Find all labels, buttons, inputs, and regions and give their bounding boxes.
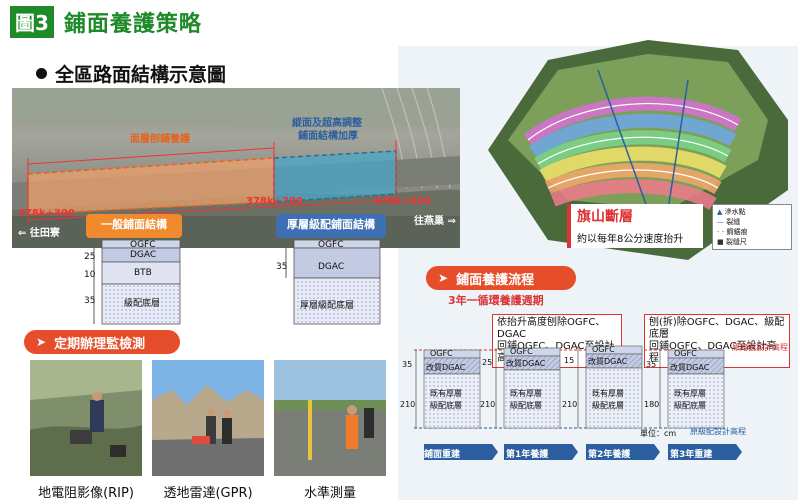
- direction-left-text: 往田寮: [29, 228, 60, 239]
- inspection-tag-text: 定期辦理監檢測: [54, 336, 146, 352]
- legend-item-saw: - - 鋼鋸痕: [717, 228, 748, 236]
- section-heading: 全區路面結構示意圖: [36, 60, 226, 87]
- col2-base1: 既有厚層: [510, 389, 542, 398]
- col1-dim-top: 35: [402, 360, 413, 369]
- arrow-right-icon: ⇒: [447, 216, 456, 227]
- fault-title: 旗山斷層: [577, 209, 633, 225]
- thick-structure-button: 厚層級配鋪面結構: [276, 214, 386, 238]
- direction-right-text: 往燕巢: [414, 216, 444, 227]
- flow-subtitle: 3年一循環養護週期: [448, 294, 544, 307]
- aerial-overlay: [12, 88, 460, 248]
- thick-dgac-label: DGAC: [318, 262, 345, 272]
- fault-info-box: 旗山斷層 約以每年8公分速度抬升: [567, 204, 703, 248]
- col1-base2: 級配底層: [430, 401, 462, 410]
- flow-tag: ➤ 鋪面養護流程: [426, 266, 576, 290]
- photo-leveling: [274, 360, 386, 476]
- col1-ogfc: OGFC: [430, 349, 453, 358]
- general-structure-button: 一般鋪面結構: [86, 214, 182, 238]
- photo-gpr: [152, 360, 264, 476]
- caption-gpr: 透地雷達(GPR): [163, 486, 253, 501]
- aerial-photo: 面層刨鋪養護 縱面及超高調整 鋪面結構加厚 378k+300 378k+700 …: [12, 88, 460, 248]
- direction-left: ⇐ 往田寮: [18, 224, 60, 239]
- thick-ogfc-label: OGFC: [318, 240, 344, 250]
- arrow-left-icon: ⇐: [18, 228, 27, 239]
- general-dim-25: 25: [84, 252, 96, 262]
- legend-item-gauge: ■ 裂縫尺: [717, 238, 747, 246]
- general-structure-section: [93, 240, 181, 325]
- flow-diagram: [414, 345, 742, 460]
- legend-item-seepage: ▲ 滲水點: [717, 208, 746, 216]
- thick-dim-35: 35: [276, 262, 288, 272]
- col3-base1: 既有厚層: [592, 389, 624, 398]
- bullet-icon: [36, 68, 47, 79]
- col4-base1: 既有厚層: [674, 389, 706, 398]
- thick-structure-section: [285, 240, 381, 325]
- legend-item-crack: — 裂縫: [717, 218, 741, 226]
- label-resurfacing: 面層刨鋪養護: [130, 134, 190, 145]
- col2-ogfc: OGFC: [510, 347, 533, 356]
- general-dim-10: 10: [84, 270, 96, 280]
- general-btb-label: BTB: [134, 268, 152, 278]
- note-rebuild-line2: 回鋪OGFC、DGAC至設計高程: [649, 341, 777, 364]
- col2-dim-top: 25: [482, 358, 493, 367]
- col4-dim-bottom: 180: [644, 400, 660, 409]
- col4-dgac: 改質DGAC: [670, 363, 710, 372]
- col2-dgac: 改質DGAC: [506, 359, 546, 368]
- section-heading-text: 全區路面結構示意圖: [55, 64, 227, 86]
- col2-dim-bottom: 210: [480, 400, 496, 409]
- general-dgac-label: DGAC: [130, 250, 157, 260]
- col3-base2: 級配底層: [592, 401, 624, 410]
- unit-label: 單位：cm: [640, 429, 677, 438]
- direction-right: 往燕巢 ⇒: [414, 212, 456, 227]
- line-icon: —: [717, 218, 724, 226]
- col4-base2: 級配底層: [674, 401, 706, 410]
- general-base-label: 級配底層: [124, 299, 161, 309]
- orig-road-elevation: 原路面設計高程: [732, 343, 788, 352]
- fault-description: 約以每年8公分速度抬升: [577, 234, 684, 245]
- figure-title: 鋪面養護策略: [63, 12, 202, 37]
- caption-rip: 地電阻影像(RIP): [38, 486, 134, 501]
- orig-base-elevation: 原級配設計高程: [690, 427, 746, 436]
- col1-dgac: 改質DGAC: [426, 363, 466, 372]
- chainage-end: 378k+900: [374, 196, 431, 207]
- col3-ogfc: OGFC: [592, 345, 615, 354]
- photo-rip: [30, 360, 142, 476]
- label-structure-thicken: 鋪面結構加厚: [298, 131, 358, 142]
- general-ogfc-label: OGFC: [130, 240, 156, 250]
- col3-dim-bottom: 210: [562, 400, 578, 409]
- chevron-right-icon: ➤: [438, 271, 449, 285]
- col4-ogfc: OGFC: [674, 349, 697, 358]
- inspection-tag: ➤ 定期辦理監檢測: [24, 330, 180, 354]
- flow-tag-text: 鋪面養護流程: [456, 272, 535, 288]
- col2-base2: 級配底層: [510, 401, 542, 410]
- figure-title-bar: 圖3 鋪面養護策略: [8, 4, 202, 40]
- dash-icon: - -: [717, 228, 725, 236]
- figure-number-badge: 圖3: [8, 4, 56, 40]
- col4-dim-top: 35: [646, 360, 657, 369]
- step-year3: 第3年重建: [670, 450, 713, 460]
- step-rebuild: 鋪面重建: [424, 450, 461, 460]
- label-elevation-adjust: 縱面及超高調整: [292, 118, 362, 129]
- col1-dim-bottom: 210: [400, 400, 416, 409]
- step-year2: 第2年養護: [588, 450, 631, 460]
- general-dim-35: 35: [84, 296, 96, 306]
- col3-dgac: 改質DGAC: [588, 357, 628, 366]
- chevron-right-icon: ➤: [36, 335, 47, 349]
- square-icon: ■: [717, 238, 724, 246]
- col1-base1: 既有厚層: [430, 389, 462, 398]
- caption-leveling: 水準測量: [303, 486, 356, 501]
- note-maintain-line1: 依抬升高度刨除OGFC、DGAC: [497, 317, 606, 340]
- step-year1: 第1年養護: [506, 450, 549, 460]
- chainage-start: 378k+300: [18, 208, 75, 219]
- note-rebuild-line1: 刨(拆)除OGFC、DGAC、級配底層: [649, 317, 785, 340]
- col3-dim-top: 15: [564, 356, 575, 365]
- triangle-icon: ▲: [717, 208, 723, 216]
- terrain-legend: ▲ 滲水點 — 裂縫 - - 鋼鋸痕 ■ 裂縫尺: [712, 204, 792, 250]
- thick-base-label: 厚層級配底層: [300, 301, 355, 311]
- chainage-mid: 378k+700: [246, 196, 303, 207]
